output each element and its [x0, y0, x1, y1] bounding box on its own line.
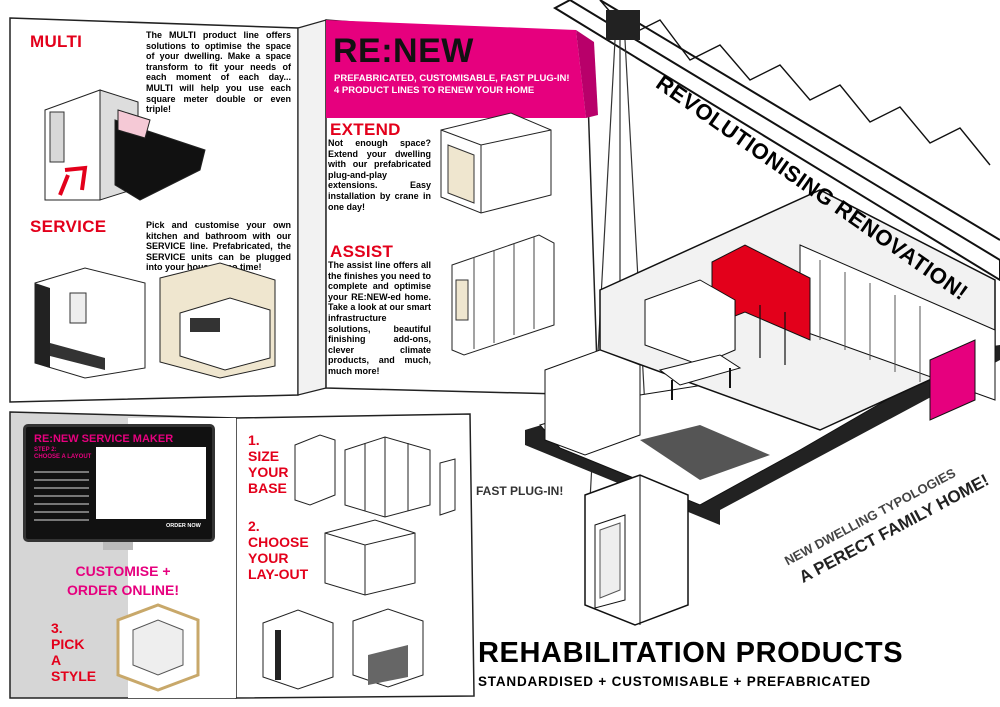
service-title: SERVICE: [30, 217, 107, 236]
step-1-number: 1.: [248, 432, 260, 448]
step-2-number: 2.: [248, 518, 260, 534]
fast-plugin-label: FAST PLUG-IN!: [476, 484, 564, 498]
screen-step-label: CHOOSE A LAYOUT: [34, 454, 92, 460]
renew-tagline-1: PREFABRICATED, CUSTOMISABLE, FAST PLUG-I…: [334, 73, 570, 84]
crane-truss: [552, 0, 1000, 282]
footer-title: REHABILITATION PRODUCTS: [478, 637, 904, 669]
customise-text: CUSTOMISE + ORDER ONLINE!: [28, 562, 218, 600]
configurator-brochure: RE:NEW SERVICE MAKER STEP 2: CHOOSE A LA…: [8, 410, 478, 702]
top-brochure: MULTI The MULTI product line offers solu…: [8, 10, 608, 405]
step-1-label: 1. SIZE YOUR BASE: [248, 432, 288, 496]
service-units-illustration: [34, 262, 276, 379]
screen-preview: [96, 447, 206, 519]
assist-wardrobe-illustration: [451, 234, 555, 356]
customise-line-2: ORDER ONLINE!: [67, 582, 179, 598]
footer-subtitle: STANDARDISED + CUSTOMISABLE + PREFABRICA…: [478, 674, 871, 689]
monitor: RE:NEW SERVICE MAKER STEP 2: CHOOSE A LA…: [23, 424, 215, 542]
multi-description: The MULTI product line offers solutions …: [146, 30, 291, 115]
step-3-text-2: A: [51, 652, 62, 668]
layout-options[interactable]: [34, 465, 89, 525]
multi-title: MULTI: [30, 32, 83, 51]
step-3-text-3: STYLE: [51, 668, 97, 684]
layout-illustration: [324, 519, 416, 596]
customise-line-1: CUSTOMISE +: [75, 563, 171, 579]
extend-module-illustration: [440, 112, 552, 214]
step-1-text-1: SIZE: [248, 448, 280, 464]
step-2-text-1: CHOOSE: [248, 534, 309, 550]
base-size-illustration: [294, 434, 456, 518]
style-options-illustration: [262, 608, 424, 690]
extend-description: Not enough space? Extend your dwelling w…: [328, 138, 431, 212]
style-module-illustration: [116, 603, 200, 692]
screen-title: RE:NEW SERVICE MAKER: [34, 433, 174, 445]
multi-furniture-illustration: [44, 89, 206, 201]
extend-title: EXTEND: [330, 120, 401, 139]
screen-step: STEP 2:: [34, 447, 57, 453]
renew-tagline-2: 4 PRODUCT LINES TO RENEW YOUR HOME: [334, 85, 535, 96]
step-2-text-3: LAY-OUT: [248, 566, 309, 582]
assist-description: The assist line offers all the finishes …: [328, 260, 432, 376]
step-3-label: 3. PICK A STYLE: [51, 620, 96, 684]
step-1-text-3: BASE: [248, 480, 287, 496]
step-3-number: 3.: [51, 620, 63, 636]
step-2-text-2: YOUR: [248, 550, 289, 566]
order-now-button[interactable]: ORDER NOW: [166, 523, 201, 529]
monitor-stand: [103, 542, 133, 550]
assist-title: ASSIST: [330, 242, 394, 261]
step-3-text-1: PICK: [51, 636, 85, 652]
renew-logo: RE:NEW: [333, 32, 474, 70]
step-2-label: 2. CHOOSE YOUR LAY-OUT: [248, 518, 309, 582]
step-1-text-2: YOUR: [248, 464, 289, 480]
